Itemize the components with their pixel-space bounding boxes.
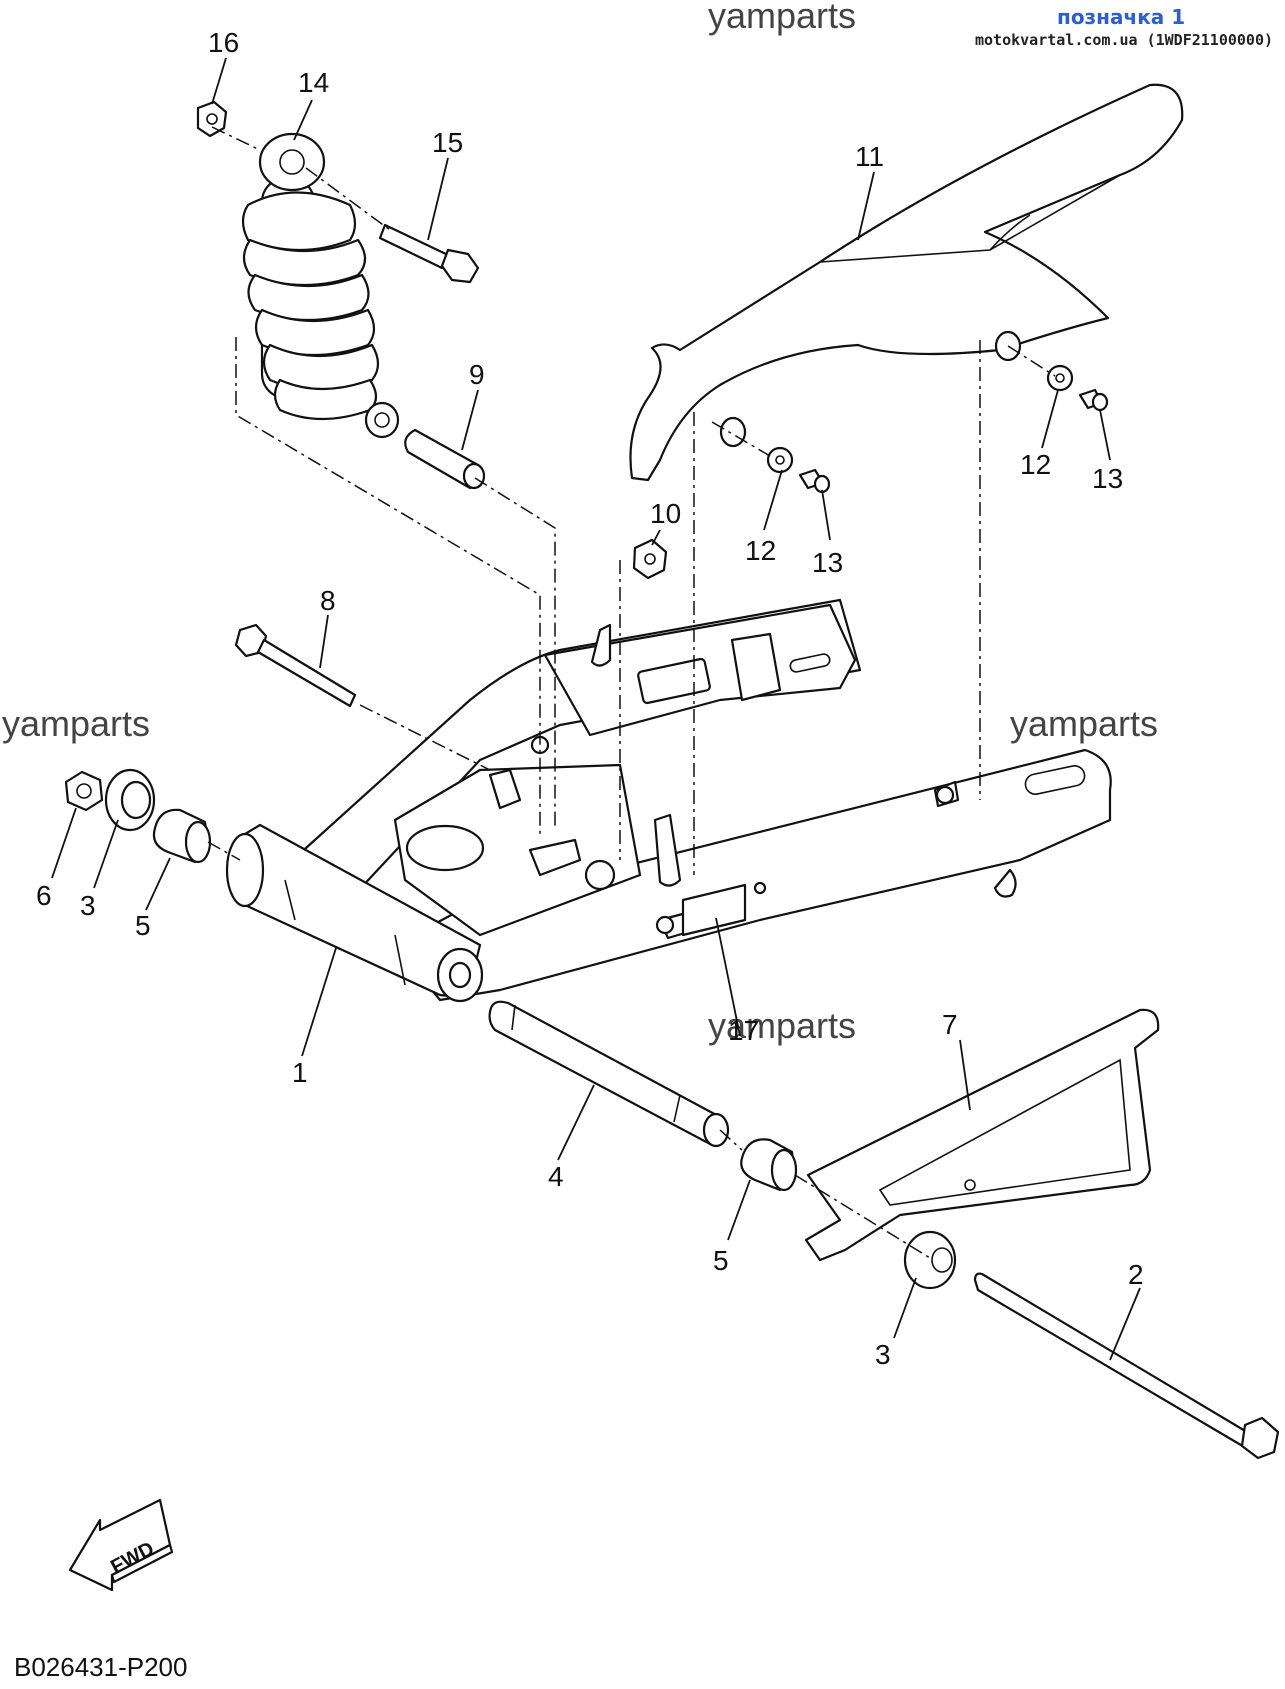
callout-4: 4: [548, 1161, 564, 1192]
diagram-code: B026431-P200: [14, 1652, 187, 1682]
nut-10: [632, 538, 668, 580]
callout-13: 13: [812, 547, 843, 578]
callout-12: 12: [745, 535, 776, 566]
bolt-8: [234, 623, 357, 708]
header-subtitle: motokvartal.com.ua (1WDF21100000): [975, 31, 1273, 49]
callout-6: 6: [36, 880, 52, 911]
callout-2: 2: [1128, 1259, 1144, 1290]
oil-seal-3a: [104, 768, 156, 832]
callout-labels: 16 14 15 11 9 12 13 12 13 10 8 6 3 5 1 1…: [36, 27, 1144, 1370]
bolt-13a: [798, 468, 831, 494]
callout-9: 9: [469, 359, 485, 390]
shock-absorber: [241, 132, 400, 439]
callout-8: 8: [320, 585, 336, 616]
header-title: позначка 1: [1057, 5, 1185, 29]
watermark-center: yamparts: [708, 1005, 856, 1046]
callout-3: 3: [80, 890, 96, 921]
chain-puller-7: [804, 1008, 1160, 1262]
callout-7: 7: [942, 1009, 958, 1040]
bearing-5b: [740, 1138, 798, 1192]
nut-16: [196, 100, 228, 138]
fwd-arrow-icon: FWD: [68, 1498, 174, 1592]
callout-14: 14: [298, 67, 329, 98]
callout-5: 5: [135, 910, 151, 941]
watermark-right: yamparts: [1010, 703, 1158, 744]
bolt-13b: [1078, 388, 1109, 412]
callout-1: 1: [292, 1057, 308, 1088]
callout-13: 13: [1092, 463, 1123, 494]
callout-17: 17: [728, 1015, 759, 1046]
callout-11: 11: [855, 141, 884, 172]
callout-5: 5: [713, 1245, 729, 1276]
swingarm: [225, 598, 1112, 1003]
leader-lines: [51, 57, 1141, 1361]
oil-seal-3b: [903, 1230, 957, 1290]
collar-9: [404, 428, 486, 490]
watermark-left: yamparts: [2, 703, 150, 744]
callout-16: 16: [208, 27, 239, 58]
callout-3: 3: [875, 1339, 891, 1370]
callout-10: 10: [650, 498, 681, 529]
pivot-shaft-4: [488, 1000, 730, 1148]
alignment-lines: [207, 126, 1056, 1259]
collar-12b: [1046, 364, 1074, 392]
bolt-15: [378, 223, 480, 284]
nut-6: [64, 770, 104, 812]
watermark-top: yamparts: [708, 0, 856, 36]
collar-12a: [766, 446, 794, 474]
chain-case: [629, 83, 1184, 482]
callout-12: 12: [1020, 449, 1051, 480]
bearing-5a: [152, 808, 212, 864]
bolt-2: [973, 1272, 1280, 1460]
callout-15: 15: [432, 127, 463, 158]
